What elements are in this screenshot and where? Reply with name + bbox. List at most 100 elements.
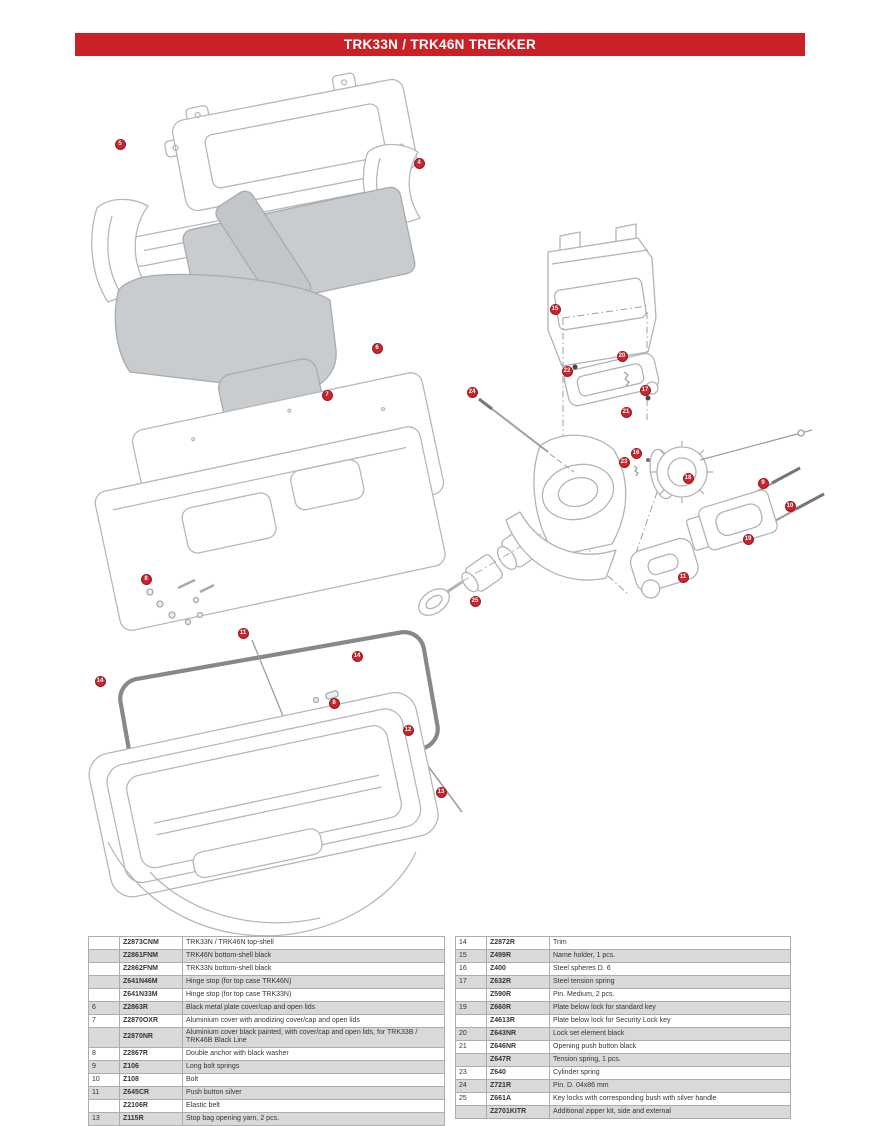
cell-desc: Plate below lock for Security Lock key (549, 1014, 791, 1028)
page-title-bar: TRK33N / TRK46N TREKKER (75, 33, 805, 56)
cell-desc: Trim (549, 936, 791, 950)
cell-desc: Aluminium cover with anodizing cover/cap… (182, 1014, 445, 1028)
cell-num (455, 1105, 487, 1119)
callout-21: 21 (620, 406, 632, 418)
cell-num: 7 (88, 1014, 120, 1028)
callout-8: 8 (328, 697, 340, 709)
callout-17: 17 (639, 384, 651, 396)
cell-desc: Opening push button black (549, 1040, 791, 1054)
cell-code: Z2862FNM (119, 962, 183, 976)
cell-num: 9 (88, 1059, 120, 1074)
cell-desc: Elastic belt (182, 1098, 445, 1113)
cell-num: 19 (455, 1001, 487, 1015)
cell-num (455, 1053, 487, 1067)
cell-code: Z721R (486, 1079, 550, 1093)
cell-num: 14 (455, 936, 487, 950)
cell-desc: Aluminium cover black painted, with cove… (182, 1027, 445, 1048)
cell-code: Z641N33M (119, 988, 183, 1002)
cell-code: Z2867R (119, 1046, 183, 1061)
callout-19: 19 (742, 533, 754, 545)
cell-desc: Key locks with corresponding bush with s… (549, 1092, 791, 1106)
cell-code: Z647R (486, 1053, 550, 1067)
callout-8: 8 (140, 573, 152, 585)
cell-code: Z106 (119, 1059, 183, 1074)
cell-code: Z108 (119, 1072, 183, 1087)
cell-code: Z645CR (119, 1085, 183, 1100)
callout-25: 25 (469, 595, 481, 607)
cell-num (88, 1027, 120, 1048)
cell-num: 23 (455, 1066, 487, 1080)
cell-code: Z2861FNM (119, 949, 183, 963)
callout-18: 18 (682, 472, 694, 484)
cell-desc: TRK33N / TRK46N top-shell (182, 936, 445, 950)
cell-code: Z2872R (486, 936, 550, 950)
cell-desc: Hinge stop (for top case TRK46N) (182, 975, 445, 989)
cell-desc: Pin. Medium, 2 pcs. (549, 988, 791, 1002)
callout-23: 23 (618, 456, 630, 468)
cell-desc: Long bolt springs (182, 1059, 445, 1074)
callout-14: 14 (351, 650, 363, 662)
cell-code: Z2873CNM (119, 936, 183, 950)
cell-num: 13 (88, 1111, 120, 1126)
exploded-diagram (88, 72, 825, 937)
cell-code: Z2701KITR (486, 1105, 550, 1119)
callout-11: 11 (677, 571, 689, 583)
cell-num (88, 949, 120, 963)
page-title: TRK33N / TRK46N TREKKER (343, 37, 537, 52)
cell-code: Z640 (486, 1066, 550, 1080)
cell-num: 25 (455, 1092, 487, 1106)
cell-num: 16 (455, 962, 487, 976)
callout-14: 14 (94, 675, 106, 687)
cell-code: Z2106R (119, 1098, 183, 1113)
cell-code: Z646NR (486, 1040, 550, 1054)
cell-desc: Tension spring, 1 pcs. (549, 1053, 791, 1067)
callout-5: 5 (114, 138, 126, 150)
cell-num (88, 962, 120, 976)
cell-code: Z2863R (119, 1001, 183, 1015)
cell-desc: Black metal plate cover/cap and open lid… (182, 1001, 445, 1015)
callout-24: 24 (466, 386, 478, 398)
cell-code: Z115R (119, 1111, 183, 1126)
cell-desc: Additional zipper kit, side and external (549, 1105, 791, 1119)
cell-num: 17 (455, 975, 487, 989)
cell-num: 8 (88, 1046, 120, 1061)
cell-desc: Steel tension spring (549, 975, 791, 989)
cell-desc: Cylinder spring (549, 1066, 791, 1080)
cell-num (88, 936, 120, 950)
cell-num: 15 (455, 949, 487, 963)
cell-desc: Lock set element black (549, 1027, 791, 1041)
callout-13: 13 (435, 786, 447, 798)
cell-code: Z400 (486, 962, 550, 976)
cell-num: 11 (88, 1085, 120, 1100)
callout-11: 11 (237, 627, 249, 639)
callout-9: 9 (757, 477, 769, 489)
cell-num (88, 1098, 120, 1113)
cell-num: 20 (455, 1027, 487, 1041)
callout-12: 12 (402, 724, 414, 736)
cell-desc: TRK33N bottom-shell black (182, 962, 445, 976)
cell-num: 21 (455, 1040, 487, 1054)
cell-code: Z660R (486, 1001, 550, 1015)
